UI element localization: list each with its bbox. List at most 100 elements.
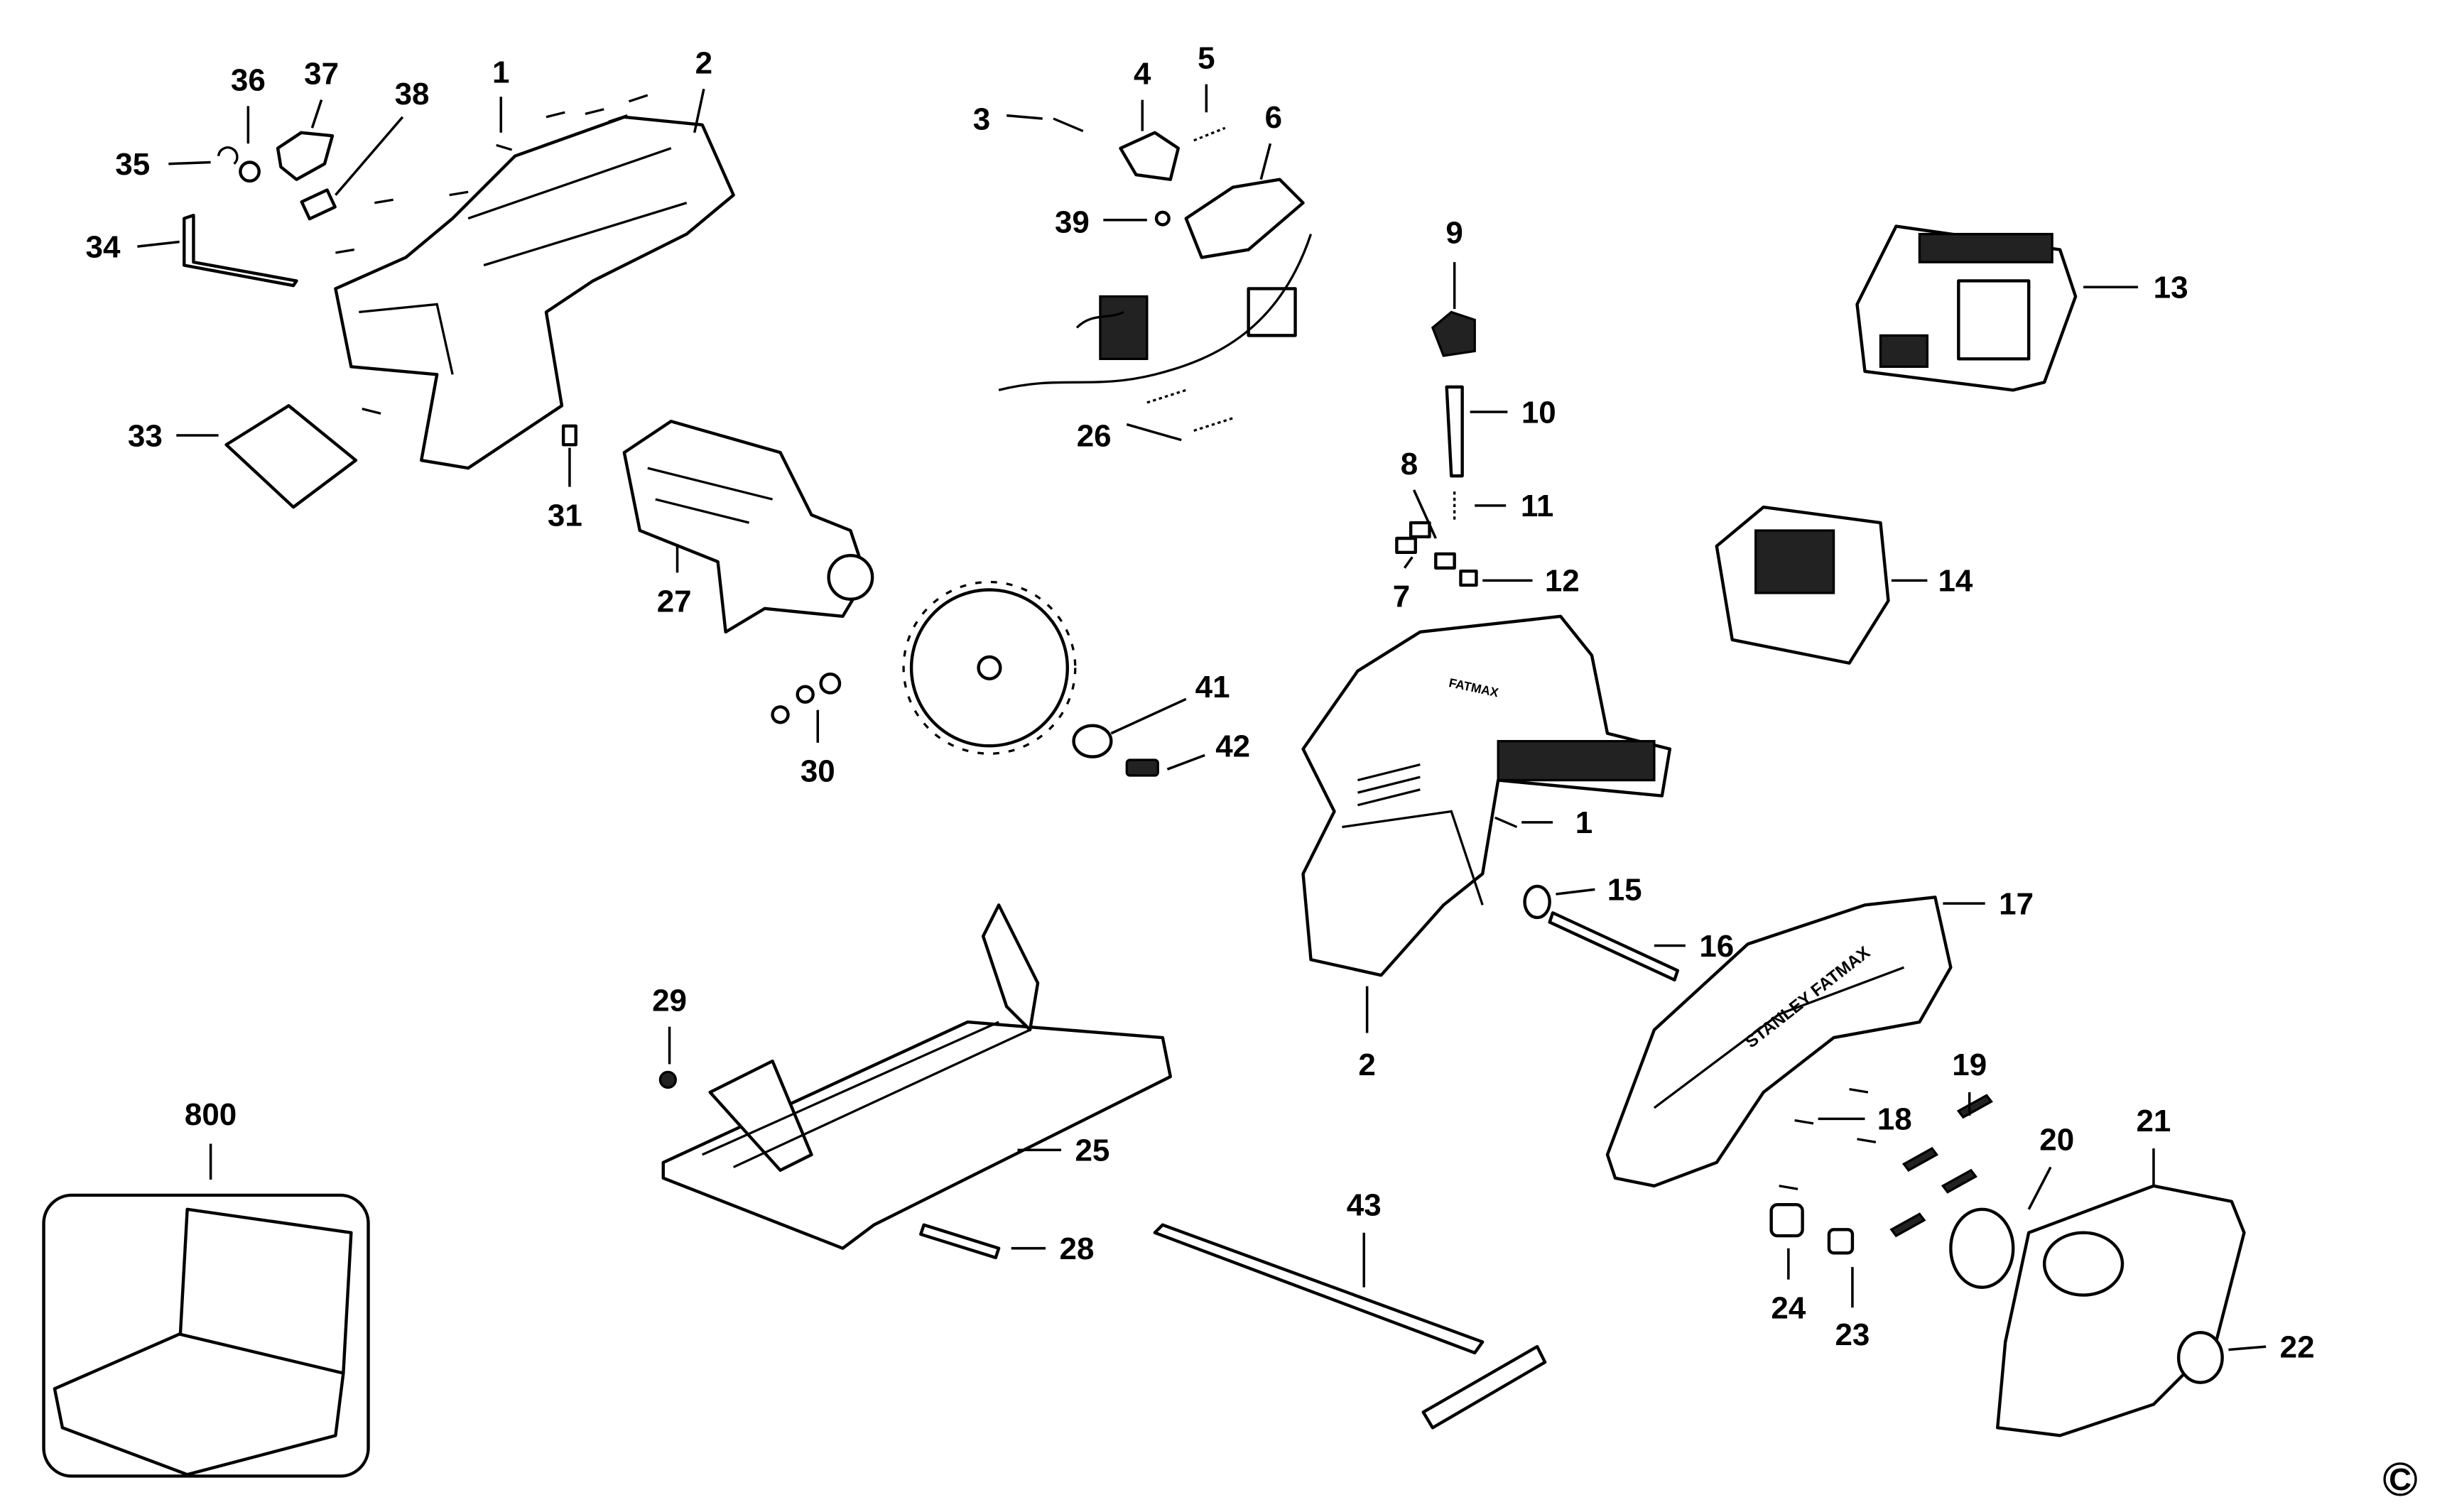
screws-part-1: [335, 94, 649, 415]
part-label-28: 28: [1060, 1231, 1095, 1266]
part-label-31: 31: [548, 498, 582, 533]
part-label-29: 29: [652, 984, 687, 1018]
spring-part-5: [1193, 126, 1226, 142]
part-label-27: 27: [657, 584, 692, 619]
pin-part-31: [561, 424, 577, 447]
hex-key-part-34: [183, 214, 298, 288]
part-label-14: 14: [1938, 564, 1973, 599]
upper-guard-part-17: STANLEY FATMAX: [1605, 896, 1953, 1188]
clips-parts-7-8-12: [1395, 521, 1478, 587]
rip-fence-part-43: [1153, 1223, 1547, 1430]
part-label-43: 43: [1347, 1188, 1382, 1223]
ring-part-20: [1949, 1207, 2015, 1289]
part-label-42: 42: [1215, 729, 1250, 764]
saw-body-part-2: FATMAX: [1301, 614, 1672, 977]
leader-line-3: [1006, 114, 1043, 120]
part-label-2: 2: [695, 45, 712, 80]
part-label-2: 2: [1358, 1048, 1375, 1082]
part-label-10: 10: [1521, 395, 1556, 430]
screw-part-1-body: [1494, 816, 1518, 828]
part-label-6: 6: [1265, 100, 1282, 135]
housing-left-part-2: [334, 115, 735, 470]
part-label-12: 12: [1545, 564, 1580, 599]
part-label-7: 7: [1393, 580, 1410, 614]
wiring-switch-part-6: [998, 178, 1313, 391]
copyright-mark: C: [2383, 1462, 2417, 1497]
copyright-letter: C: [2389, 1462, 2411, 1497]
leader-line-6: [1259, 143, 1272, 180]
brushes-part-26: [1146, 388, 1234, 432]
nut-part-29: [658, 1070, 677, 1089]
pivot-bolt-part-16: [1548, 911, 1680, 981]
part-label-34: 34: [86, 230, 121, 265]
motor-assembly-part-27: [622, 420, 874, 634]
knob-part-9: [1431, 310, 1476, 357]
leader-line-15: [1556, 888, 1595, 896]
leader-line-35: [168, 161, 211, 165]
part-label-1: 1: [1575, 805, 1593, 840]
part-label-35: 35: [115, 147, 150, 182]
bolt-part-28: [919, 1223, 1001, 1260]
switch-part-4: [1119, 131, 1180, 181]
part-label-19: 19: [1952, 1048, 1987, 1082]
leader-line-22: [2228, 1345, 2267, 1351]
part-label-13: 13: [2154, 271, 2188, 305]
part-label-37: 37: [304, 57, 339, 92]
leader-line-7: [1403, 556, 1414, 569]
part-label-24: 24: [1771, 1291, 1806, 1326]
part-label-3: 3: [973, 102, 990, 136]
screw-part-39: [1154, 210, 1171, 227]
part-label-15: 15: [1607, 873, 1642, 908]
part-label-26: 26: [1077, 418, 1112, 453]
shaft-lock-parts-35-38: [217, 131, 337, 221]
spacer-screw-parts-23-24: [1769, 1202, 1855, 1255]
part-label-39: 39: [1055, 205, 1090, 239]
lower-guard-part-21: [1996, 1184, 2246, 1437]
carry-case-part-800: [42, 1193, 370, 1478]
part-label-4: 4: [1134, 57, 1151, 92]
part-label-33: 33: [128, 418, 163, 453]
part-label-20: 20: [2039, 1122, 2074, 1157]
part-label-1: 1: [492, 55, 509, 89]
part-label-36: 36: [231, 62, 266, 97]
part-label-25: 25: [1075, 1133, 1110, 1168]
screws-parts-18-19: [1779, 1087, 1993, 1238]
part-label-22: 22: [2280, 1329, 2315, 1364]
label-plate-part-33: [224, 404, 358, 509]
part-label-18: 18: [1877, 1102, 1912, 1137]
leader-line-2: [693, 88, 705, 134]
nuts-part-30: [771, 672, 842, 724]
part-label-38: 38: [395, 77, 430, 112]
charger-part-13: [1855, 224, 2078, 392]
part-label-5: 5: [1198, 41, 1215, 76]
leader-line-8: [1412, 489, 1437, 539]
part-label-21: 21: [2137, 1104, 2171, 1138]
leader-lines: [137, 84, 2267, 1351]
leader-line-38: [335, 116, 404, 196]
washer-part-15: [1523, 884, 1551, 920]
part-label-30: 30: [801, 754, 835, 789]
battery-part-14: [1715, 505, 1890, 665]
leader-line-37: [310, 99, 323, 129]
washer-bolt-parts-41-42: [1072, 724, 1159, 777]
base-plate-part-25: [661, 903, 1172, 1250]
part-label-800: 800: [185, 1097, 237, 1132]
part-label-16: 16: [1699, 929, 1734, 964]
part-label-41: 41: [1195, 670, 1230, 705]
part-label-17: 17: [1999, 887, 2034, 922]
part-label-8: 8: [1401, 447, 1418, 482]
part-label-11: 11: [1521, 489, 1553, 523]
part-label-23: 23: [1835, 1317, 1870, 1352]
pin-part-3: [1053, 117, 1084, 133]
leader-line-20: [2027, 1166, 2052, 1210]
part-label-9: 9: [1445, 216, 1463, 251]
leader-line-42: [1166, 754, 1205, 771]
lever-part-10: [1445, 385, 1464, 478]
saw-blade: [902, 580, 1077, 755]
leader-line-26: [1126, 423, 1182, 442]
ring-part-22: [2176, 1331, 2224, 1384]
leader-line-34: [137, 240, 180, 248]
leader-line-41: [1110, 697, 1187, 735]
